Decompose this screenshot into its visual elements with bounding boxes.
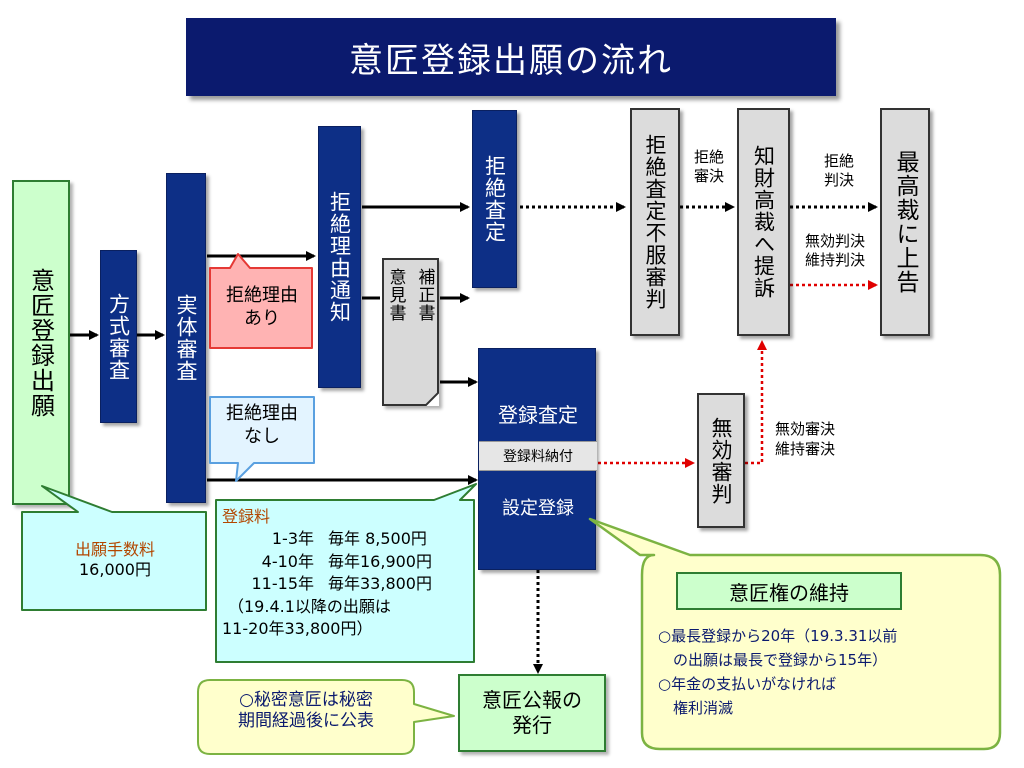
- label-trial-decisions: 無効審決 維持審決: [775, 420, 865, 459]
- label-trial-decisions-1: 無効審決: [775, 420, 836, 438]
- node-publication: 意匠公報の発行: [458, 674, 606, 752]
- node-appeal-rejection-label: 拒絶査定不服審判: [643, 134, 667, 310]
- arrow-trial-court: [745, 340, 767, 465]
- node-registration: 登録査定 登録料納付 設定登録: [478, 348, 597, 570]
- node-opinion-amendment: 意見書 補正書: [382, 258, 439, 406]
- maintenance-line: の出願は最長で登録から15年）: [658, 651, 888, 669]
- callout-reason-yes-shape: [209, 253, 313, 349]
- callout-reason-yes-line2: あり: [244, 307, 280, 329]
- reg-fee-row: 11-15年 毎年33,800円: [222, 573, 472, 595]
- node-supreme-court-label: 最高裁に上告: [892, 150, 918, 294]
- maintenance-line: 権利消滅: [658, 699, 734, 717]
- label-rejection-trial-2: 審決: [693, 166, 724, 185]
- node-supreme-court: 最高裁に上告: [880, 108, 930, 336]
- node-formal-exam-label: 方式審査: [106, 292, 131, 381]
- reg-fee-years: 1-3年: [271, 529, 314, 549]
- label-rejection-trial: 拒絶 審決: [685, 148, 733, 186]
- page-title: 意匠登録出願の流れ: [186, 18, 836, 96]
- label-rejection-trial-1: 拒絶: [693, 148, 724, 166]
- node-invalidation-trial-label: 無効審判: [709, 416, 733, 505]
- callout-secret-shape: [197, 679, 455, 755]
- node-application: 意匠登録出願: [12, 180, 70, 505]
- label-court-rulings-2: 維持判決: [804, 250, 865, 269]
- reg-fee-amount: 毎年33,800円: [328, 574, 432, 594]
- reg-fee-note-2: 11-20年33,800円）: [222, 618, 373, 638]
- node-ip-high-court: 知財高裁へ提訴: [737, 108, 790, 336]
- callout-secret-line1: ○秘密意匠は秘密: [239, 690, 373, 710]
- label-court-rulings-1: 無効判決: [804, 232, 865, 250]
- label-rejection-ruling-2: 判決: [823, 170, 854, 189]
- callout-secret-line2: 期間経過後に公表: [238, 711, 374, 732]
- maintenance-line: ○年金の支払いがなければ: [658, 675, 837, 693]
- node-publication-label: 意匠公報の発行: [482, 688, 582, 737]
- label-rejection-ruling: 拒絶 判決: [815, 152, 863, 190]
- node-amendment-label: 補正書: [414, 268, 435, 322]
- page-fold-icon: [425, 392, 439, 406]
- node-rejection-notice: 拒絶理由通知: [318, 126, 361, 388]
- node-rejection-decision-label: 拒絶査定: [482, 155, 507, 243]
- callout-reason-no: 拒絶理由 なし: [210, 403, 314, 448]
- app-fee-label: 出願手数料: [74, 540, 155, 559]
- reg-fee-years: 11-15年: [251, 574, 315, 594]
- reg-fee-note-1: （19.4.1以降の出願は: [228, 596, 391, 616]
- label-trial-decisions-2: 維持審決: [775, 439, 836, 458]
- callout-reason-yes-line1: 拒絶理由: [226, 285, 298, 306]
- callout-app-fee-shape: [21, 485, 207, 611]
- node-opinion-label: 意見書: [385, 268, 406, 322]
- app-fee-value: 16,000円: [79, 560, 151, 579]
- registration-setting-label: 設定登録: [502, 498, 574, 519]
- reg-fee-amount: 毎年16,900円: [328, 551, 432, 571]
- reg-fee-years: 4-10年: [261, 551, 314, 571]
- maintenance-title: 意匠権の維持: [676, 572, 902, 610]
- node-application-label: 意匠登録出願: [26, 267, 55, 418]
- callout-secret-design: ○秘密意匠は秘密 期間経過後に公表: [198, 690, 414, 733]
- label-rejection-ruling-1: 拒絶: [823, 152, 854, 170]
- node-rejection-decision: 拒絶査定: [472, 110, 517, 288]
- callout-reason-no-shape: [209, 396, 315, 482]
- reg-fee-box-shape: [215, 483, 477, 663]
- maintenance-lines: ○最長登録から20年（19.3.31以前 の出願は最長で登録から15年） ○年金…: [658, 624, 998, 720]
- node-invalidation-trial: 無効審判: [697, 393, 745, 528]
- callout-reason-no-line1: 拒絶理由: [226, 403, 298, 424]
- callout-reason-no-line2: なし: [244, 425, 280, 447]
- label-court-rulings: 無効判決 維持判決: [793, 232, 877, 270]
- node-substantive-exam: 実体審査: [166, 173, 206, 503]
- reg-fee-row: 1-3年 毎年 8,500円: [222, 528, 472, 550]
- registration-decision-label: 登録査定: [498, 403, 578, 427]
- registration-fee-payment: 登録料納付: [479, 441, 597, 471]
- node-substantive-exam-label: 実体審査: [174, 294, 198, 382]
- node-ip-high-court-label: 知財高裁へ提訴: [751, 145, 776, 299]
- reg-fee-amount: 毎年 8,500円: [328, 529, 427, 549]
- node-formal-exam: 方式審査: [100, 250, 137, 423]
- reg-fee-box: 登録料 1-3年 毎年 8,500円 4-10年 毎年16,900円 11-15…: [222, 506, 472, 640]
- reg-fee-title: 登録料: [222, 507, 271, 526]
- node-appeal-rejection: 拒絶査定不服審判: [630, 108, 680, 336]
- maintenance-line: ○最長登録から20年（19.3.31以前: [658, 627, 898, 645]
- reg-fee-row: 4-10年 毎年16,900円: [222, 551, 472, 573]
- callout-reason-yes: 拒絶理由 あり: [210, 285, 314, 330]
- node-rejection-notice-label: 拒絶理由通知: [327, 191, 352, 323]
- callout-app-fee: 出願手数料 16,000円: [22, 540, 208, 580]
